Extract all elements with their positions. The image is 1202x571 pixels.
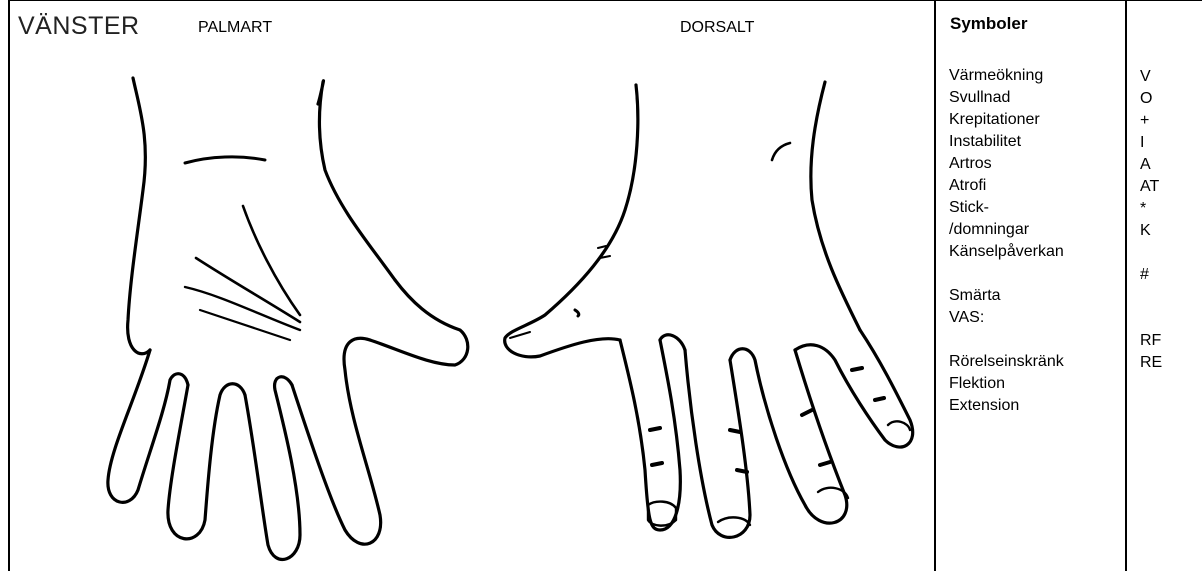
symbol-label: Rörelseinskränk bbox=[949, 351, 1064, 373]
symbol-code: K bbox=[1140, 220, 1162, 242]
symbol-code: V bbox=[1140, 66, 1162, 88]
symbol-code: * bbox=[1140, 198, 1162, 220]
symbol-label: Smärta bbox=[949, 285, 1064, 307]
symbol-label: Atrofi bbox=[949, 175, 1064, 197]
symbol-code bbox=[1140, 286, 1162, 308]
symbol-code bbox=[1140, 242, 1162, 264]
symbol-code: RF bbox=[1140, 330, 1162, 352]
symbol-label: Extension bbox=[949, 395, 1064, 417]
symbol-code bbox=[1140, 308, 1162, 330]
symbol-code: RE bbox=[1140, 352, 1162, 374]
symbol-code-list: V O + I A AT * K # RF RE bbox=[1140, 66, 1162, 374]
symbol-label: Artros bbox=[949, 153, 1064, 175]
symbol-label: Stick- bbox=[949, 197, 1064, 219]
hand-drawings bbox=[0, 0, 934, 571]
symbol-label-list: Värmeökning Svullnad Krepitationer Insta… bbox=[949, 65, 1064, 417]
symbol-label: Flektion bbox=[949, 373, 1064, 395]
palm-hand-icon bbox=[108, 78, 468, 559]
symbol-label: Instabilitet bbox=[949, 131, 1064, 153]
symbol-code: + bbox=[1140, 110, 1162, 132]
column-divider-1 bbox=[934, 0, 936, 571]
symbol-code: AT bbox=[1140, 176, 1162, 198]
symbol-label: Värmeökning bbox=[949, 65, 1064, 87]
symbol-code: I bbox=[1140, 132, 1162, 154]
symbol-label: Krepitationer bbox=[949, 109, 1064, 131]
symbol-label bbox=[949, 263, 1064, 285]
symbol-code: A bbox=[1140, 154, 1162, 176]
symbol-label bbox=[949, 329, 1064, 351]
column-divider-2 bbox=[1125, 0, 1127, 571]
symbol-code: # bbox=[1140, 264, 1162, 286]
symbol-code: O bbox=[1140, 88, 1162, 110]
symbol-label: VAS: bbox=[949, 307, 1064, 329]
dorsal-hand-icon bbox=[505, 82, 913, 537]
symbols-heading: Symboler bbox=[950, 14, 1027, 34]
symbol-label: Svullnad bbox=[949, 87, 1064, 109]
symbol-label: /domningar bbox=[949, 219, 1064, 241]
symbol-label: Känselpåverkan bbox=[949, 241, 1064, 263]
